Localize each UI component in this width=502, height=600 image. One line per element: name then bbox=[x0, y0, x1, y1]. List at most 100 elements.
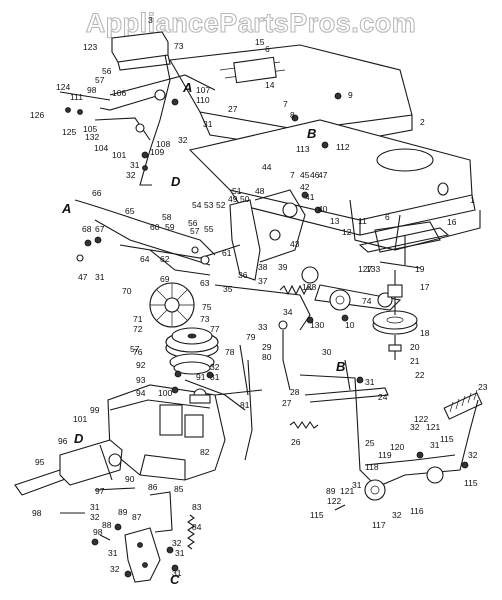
callout: 121 bbox=[340, 486, 354, 496]
callout: 79 bbox=[246, 332, 256, 342]
callout: 2 bbox=[420, 117, 425, 127]
callout: 6 bbox=[385, 212, 390, 222]
callout: 132 bbox=[85, 132, 99, 142]
callout: 76 bbox=[133, 347, 143, 357]
callout: 87 bbox=[132, 512, 142, 522]
callout: 32 bbox=[392, 510, 402, 520]
callout: 32 bbox=[90, 512, 100, 522]
callout: 113 bbox=[296, 144, 310, 154]
callout: 31 bbox=[90, 502, 100, 512]
callout: 62 bbox=[160, 254, 170, 264]
callout: 28 bbox=[290, 387, 300, 397]
callout: 117 bbox=[372, 520, 386, 530]
callout: 41 bbox=[305, 192, 315, 202]
callout: 115 bbox=[464, 478, 478, 488]
callout: 89 bbox=[118, 507, 128, 517]
callout: 13 bbox=[330, 216, 340, 226]
callout: 21 bbox=[410, 356, 420, 366]
callout: 107 bbox=[196, 85, 210, 95]
callout: 3 bbox=[148, 15, 153, 25]
callout: 27 bbox=[282, 398, 292, 408]
callout: 44 bbox=[262, 162, 272, 172]
callout: 39 bbox=[278, 262, 288, 272]
callout: 16 bbox=[447, 217, 457, 227]
callout: 112 bbox=[336, 142, 350, 152]
callout: 60 bbox=[150, 222, 160, 232]
callout: 73 bbox=[174, 41, 184, 51]
spring-23 bbox=[443, 389, 483, 420]
callout: 122 bbox=[414, 414, 428, 424]
callout: 56 bbox=[102, 66, 112, 76]
callout: 130 bbox=[310, 320, 324, 330]
callout: 14 bbox=[265, 80, 275, 90]
frame-chassis bbox=[169, 44, 481, 253]
callout: 33 bbox=[258, 322, 268, 332]
part-callouts: 3 123 73 15 6 14 9 56 57 124 98 106 107 … bbox=[30, 15, 488, 578]
callout: 98 bbox=[32, 508, 42, 518]
callout: 54 bbox=[192, 200, 202, 210]
drive-pulley-assembly bbox=[165, 327, 219, 375]
callout: 31 bbox=[210, 372, 220, 382]
spring-83 bbox=[187, 514, 195, 550]
callout: 69 bbox=[160, 274, 170, 284]
callout: 45 bbox=[300, 170, 310, 180]
callout: 83 bbox=[192, 502, 202, 512]
callout: 64 bbox=[140, 254, 150, 264]
callout: 49 bbox=[228, 194, 238, 204]
callout: 72 bbox=[133, 324, 143, 334]
callout: 119 bbox=[378, 450, 392, 460]
callout: 92 bbox=[136, 360, 146, 370]
lower-bracket bbox=[94, 487, 173, 583]
callout: 105 bbox=[83, 124, 97, 134]
callout: 86 bbox=[148, 482, 158, 492]
idler-pulley-18 bbox=[372, 270, 418, 360]
callout: 118 bbox=[365, 462, 379, 472]
callout: 70 bbox=[122, 286, 132, 296]
ref-letter: C bbox=[170, 572, 180, 587]
callout: 90 bbox=[125, 474, 135, 484]
callout: 7 bbox=[283, 99, 288, 109]
callout: 68 bbox=[82, 224, 92, 234]
control-cable-65 bbox=[74, 199, 216, 256]
callout: 58 bbox=[162, 212, 172, 222]
callout: 18 bbox=[420, 328, 430, 338]
callout: 115 bbox=[440, 434, 454, 444]
callout: 31 bbox=[203, 119, 213, 129]
callout: 51 bbox=[232, 186, 242, 196]
callout: 91 bbox=[196, 372, 206, 382]
callout: 29 bbox=[262, 342, 272, 352]
callout: 31 bbox=[108, 548, 118, 558]
callout: 25 bbox=[365, 438, 375, 448]
callout: 133 bbox=[366, 264, 380, 274]
callout: 47 bbox=[318, 170, 328, 180]
cooling-fan-70 bbox=[149, 282, 195, 328]
transaxle-housing bbox=[107, 379, 263, 481]
callout: 111 bbox=[70, 92, 83, 102]
callout: 77 bbox=[210, 324, 220, 334]
callout: 122 bbox=[327, 496, 341, 506]
callout: 55 bbox=[204, 224, 214, 234]
callout: 73 bbox=[200, 314, 210, 324]
callout: 32 bbox=[110, 564, 120, 574]
callout: 32 bbox=[210, 362, 220, 372]
callout: 65 bbox=[125, 206, 135, 216]
callout: 42 bbox=[300, 182, 310, 192]
brake-rod-assembly bbox=[299, 359, 479, 501]
spring-34 bbox=[279, 284, 313, 296]
callout: 101 bbox=[73, 414, 87, 424]
callout: 97 bbox=[95, 486, 105, 496]
callout: 12 bbox=[342, 227, 352, 237]
callout: 31 bbox=[430, 440, 440, 450]
callout: 23 bbox=[478, 382, 488, 392]
ref-letter: D bbox=[171, 174, 181, 189]
callout: 74 bbox=[362, 296, 372, 306]
callout: 43 bbox=[290, 239, 300, 249]
callout: 120 bbox=[390, 442, 404, 452]
callout: 27 bbox=[228, 104, 238, 114]
callout: 22 bbox=[415, 370, 425, 380]
callout: 124 bbox=[56, 82, 70, 92]
callout: 100 bbox=[158, 388, 172, 398]
callout: 38 bbox=[258, 262, 268, 272]
callout: 80 bbox=[262, 352, 272, 362]
